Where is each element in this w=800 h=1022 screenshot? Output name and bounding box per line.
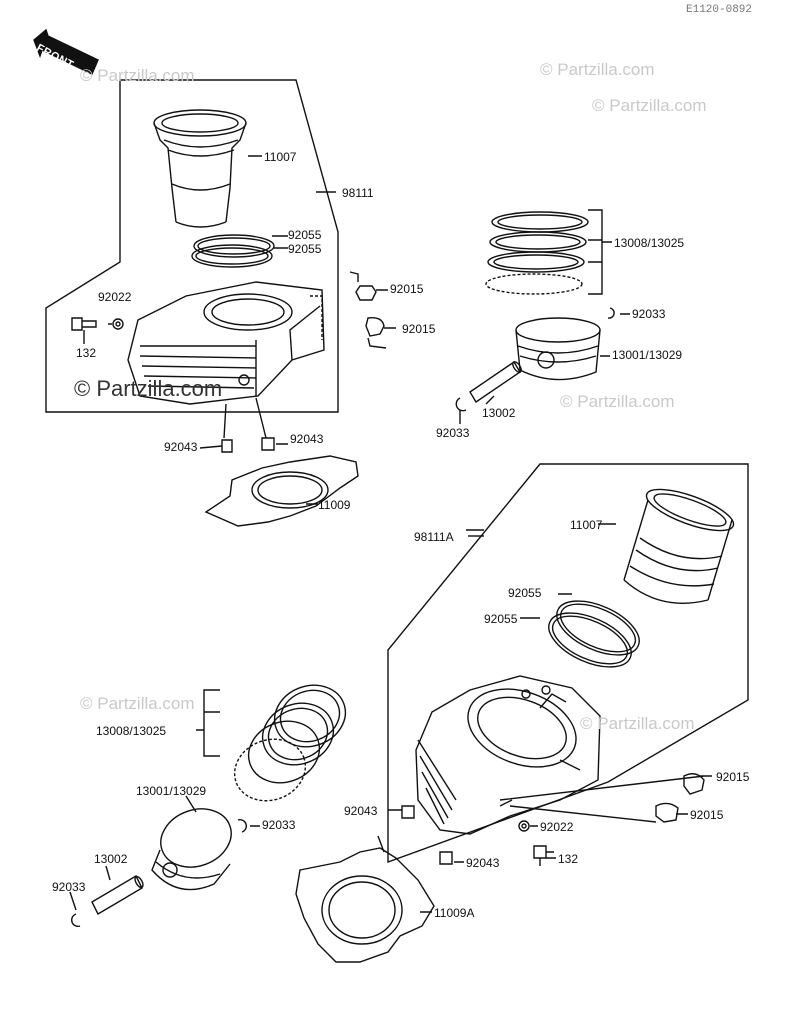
upper-assembly-border — [45, 79, 339, 413]
upper-circlip-left — [455, 397, 467, 412]
part-label[interactable]: 92055 — [288, 228, 322, 242]
upper-leader-lines — [83, 155, 396, 505]
lower-rings-bracket — [196, 689, 220, 757]
lower-dowels — [401, 805, 453, 865]
front-arrow-icon — [33, 28, 99, 75]
lower-piston-rings — [233, 684, 347, 802]
lower-cylinder-liner — [623, 488, 735, 604]
part-label[interactable]: 13001/13029 — [612, 348, 683, 362]
part-label[interactable]: 92033 — [262, 818, 296, 832]
lower-piston-pin — [91, 875, 144, 915]
part-label[interactable]: 92022 — [98, 290, 132, 304]
part-label[interactable]: 132 — [76, 346, 97, 360]
watermark: © Partzilla.com — [560, 392, 675, 411]
lower-leader-lines — [377, 523, 712, 913]
watermark: © Partzilla.com — [540, 60, 655, 79]
lower-assembly-border — [387, 463, 749, 863]
lower-washer — [518, 820, 530, 832]
part-label[interactable]: 92043 — [344, 804, 378, 818]
part-label[interactable]: 92033 — [52, 880, 86, 894]
part-label[interactable]: 92015 — [690, 808, 724, 822]
watermark: © Partzilla.com — [80, 694, 195, 713]
upper-dowels — [221, 437, 275, 453]
part-label[interactable]: 132 — [558, 852, 579, 866]
part-label[interactable]: 13002 — [482, 406, 516, 420]
upper-piston-rings — [485, 211, 589, 295]
part-label[interactable]: 92033 — [436, 426, 470, 440]
part-label[interactable]: 98111 — [342, 186, 374, 200]
upper-cylinder-liner — [153, 109, 247, 228]
part-label[interactable]: 11007 — [570, 518, 603, 532]
upper-washer — [112, 318, 124, 330]
upper-orings — [191, 234, 275, 268]
watermark: © Partzilla.com — [580, 714, 695, 733]
part-label[interactable]: 92022 — [540, 820, 574, 834]
part-label[interactable]: 92055 — [508, 586, 542, 600]
part-label[interactable]: 92043 — [290, 432, 324, 446]
watermark: © Partzilla.com — [80, 66, 195, 85]
part-label[interactable]: 11009 — [318, 498, 351, 512]
lower-orings — [548, 600, 640, 668]
part-label[interactable]: 92043 — [164, 440, 198, 454]
lower-cylinder-block — [415, 675, 601, 835]
part-label[interactable]: 98111A — [414, 530, 454, 544]
upper-leader-lines-2 — [459, 313, 630, 424]
part-label[interactable]: 92015 — [716, 770, 750, 784]
upper-piston-pin — [469, 361, 522, 403]
part-label[interactable]: 92055 — [288, 242, 322, 256]
part-label[interactable]: 11009A — [434, 906, 475, 920]
part-label[interactable]: 13001/13029 — [136, 784, 207, 798]
upper-circlip-right — [607, 307, 615, 319]
part-label[interactable]: 92033 — [632, 307, 666, 321]
part-label[interactable]: 11007 — [264, 150, 297, 164]
diagram-code: E1120-0892 — [686, 4, 753, 16]
part-label[interactable]: 92055 — [484, 612, 518, 626]
lower-head-gasket — [295, 847, 435, 963]
upper-cylinder-block — [127, 281, 325, 405]
part-label[interactable]: 13008/13025 — [96, 724, 167, 738]
upper-piston — [515, 317, 601, 381]
lower-bolt — [533, 845, 554, 866]
part-label[interactable]: 92015 — [402, 322, 436, 336]
upper-head-gasket — [204, 455, 359, 527]
lower-leader-lines-2 — [69, 795, 260, 911]
watermark: © Partzilla.com — [592, 96, 707, 115]
watermark-main: © Partzilla.com — [74, 376, 223, 401]
part-label[interactable]: 13002 — [94, 852, 128, 866]
lower-circlip-left — [70, 913, 81, 928]
upper-caps — [349, 271, 387, 349]
lower-circlip-right — [237, 818, 248, 833]
part-label[interactable]: 92043 — [466, 856, 500, 870]
upper-bolt — [71, 317, 97, 331]
part-label[interactable]: 13008/13025 — [614, 236, 685, 250]
part-label[interactable]: 92015 — [390, 282, 424, 296]
lower-piston — [151, 808, 232, 891]
upper-rings-bracket — [588, 209, 612, 295]
